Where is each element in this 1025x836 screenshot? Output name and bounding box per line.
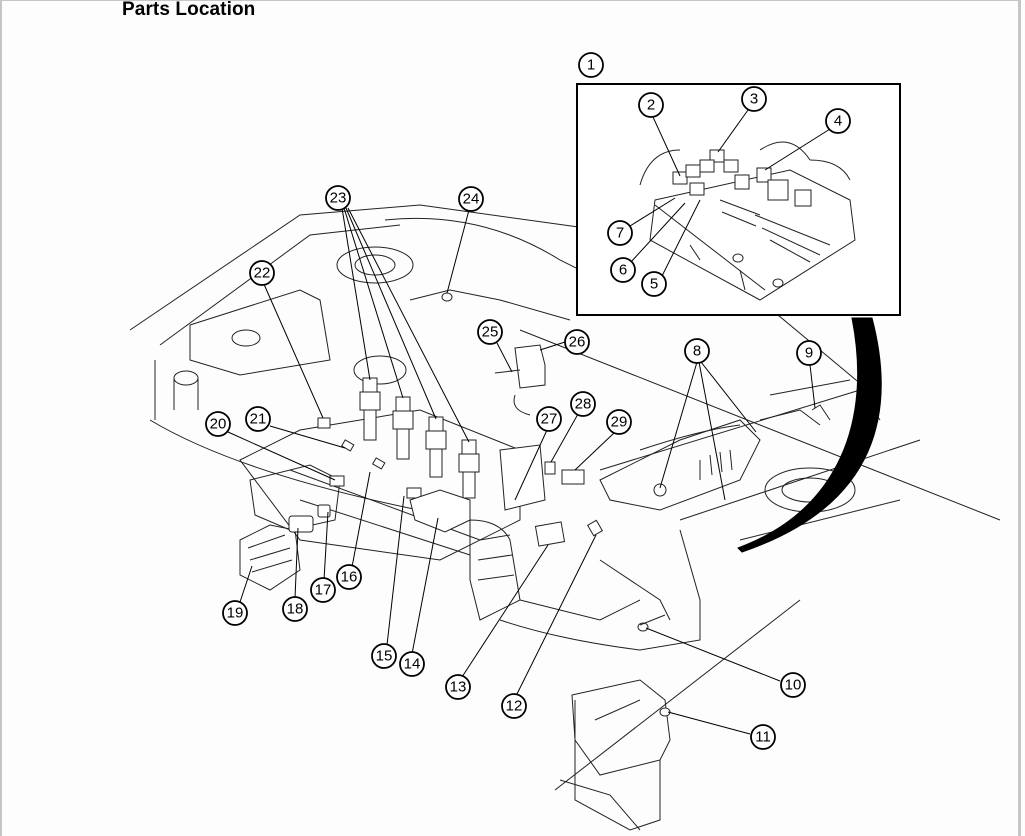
page-title: Parts Location [122, 0, 256, 20]
callout-21-label: 21 [250, 411, 267, 428]
callout-12-label: 12 [506, 698, 523, 715]
callout-11-label: 11 [755, 729, 771, 746]
callout-14-label: 14 [404, 656, 421, 673]
callout-27-label: 27 [541, 411, 558, 428]
injectors [317, 344, 831, 547]
callout-17-label: 17 [315, 582, 332, 599]
callout-29-label: 29 [611, 414, 628, 431]
callout-1: 1 [578, 52, 604, 78]
callout-27: 27 [536, 406, 562, 432]
callout-16: 16 [336, 564, 362, 590]
callout-8: 8 [684, 338, 710, 364]
inset-connector-arc [737, 317, 882, 553]
callout-20-label: 20 [210, 416, 227, 433]
callout-14: 14 [399, 651, 425, 677]
callout-21: 21 [245, 406, 271, 432]
callout-28: 28 [570, 391, 596, 417]
callout-8-label: 8 [693, 343, 701, 360]
callout-9: 9 [796, 340, 822, 366]
callout-labels: 1 2 3 4 5 6 7 8 9 10 11 12 13 14 15 16 1… [205, 52, 851, 750]
callout-12: 12 [501, 693, 527, 719]
callout-17: 17 [310, 577, 336, 603]
callout-23: 23 [325, 185, 351, 211]
callout-11: 11 [750, 724, 776, 750]
callout-19: 19 [222, 600, 248, 626]
callout-9-label: 9 [805, 345, 813, 362]
callout-1-label: 1 [587, 57, 595, 74]
callout-2: 2 [638, 92, 664, 118]
callout-22-label: 22 [254, 265, 271, 282]
callout-19-label: 19 [227, 605, 244, 622]
callout-4-label: 4 [834, 113, 842, 130]
callout-20: 20 [205, 411, 231, 437]
callout-25: 25 [477, 319, 503, 345]
callout-2-label: 2 [647, 97, 655, 114]
callout-23-label: 23 [330, 190, 347, 207]
callout-26: 26 [564, 329, 590, 355]
callout-24: 24 [458, 186, 484, 212]
callout-22: 22 [249, 260, 275, 286]
callout-5-label: 5 [650, 276, 658, 293]
callout-3: 3 [741, 86, 767, 112]
callout-26-label: 26 [569, 334, 586, 351]
callout-18: 18 [282, 596, 308, 622]
callout-6-label: 6 [619, 262, 627, 279]
callout-13-label: 13 [450, 679, 467, 696]
callout-7-label: 7 [616, 225, 624, 242]
callout-16-label: 16 [341, 569, 358, 586]
callout-24-label: 24 [463, 191, 480, 208]
callout-28-label: 28 [575, 396, 592, 413]
callout-13: 13 [445, 674, 471, 700]
leader-lines [227, 109, 831, 735]
callout-6: 6 [610, 257, 636, 283]
callout-18-label: 18 [287, 601, 304, 618]
callout-5: 5 [641, 271, 667, 297]
callout-10-label: 10 [785, 677, 802, 694]
callout-15-label: 15 [376, 648, 393, 665]
callout-25-label: 25 [482, 324, 499, 341]
callout-3-label: 3 [750, 91, 758, 108]
callout-29: 29 [606, 409, 632, 435]
callout-7: 7 [607, 220, 633, 246]
callout-15: 15 [371, 643, 397, 669]
callout-4: 4 [825, 108, 851, 134]
callout-10: 10 [780, 672, 806, 698]
